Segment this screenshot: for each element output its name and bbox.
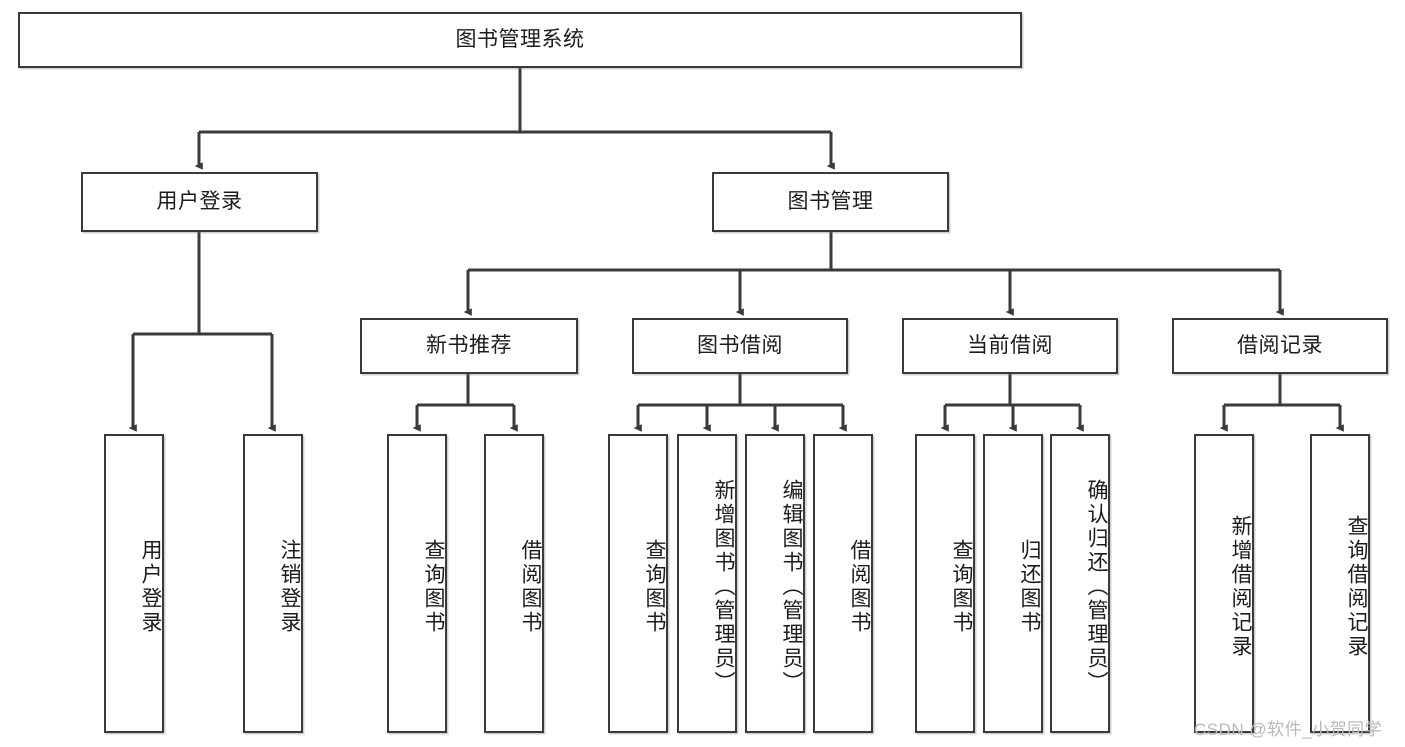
node-borrow-record[interactable]: 借阅记录 [1172,318,1388,374]
node-leaf-return-book[interactable]: 归还图书 [983,434,1043,733]
node-leaf-borrow-book-2[interactable]: 借阅图书 [813,434,873,733]
node-leaf-user-login[interactable]: 用户登录 [104,434,164,733]
node-root[interactable]: 图书管理系统 [18,12,1022,68]
node-leaf-add-book[interactable]: 新增图书（管理员） [677,434,737,733]
node-leaf-query-book-3[interactable]: 查询图书 [915,434,975,733]
node-user-login[interactable]: 用户登录 [81,172,318,232]
csdn-watermark: CSDN @软件_小贺同学 [1194,720,1383,739]
node-current-borrow[interactable]: 当前借阅 [902,318,1118,374]
node-leaf-confirm-return[interactable]: 确认归还（管理员） [1050,434,1110,733]
node-leaf-logout[interactable]: 注销登录 [243,434,303,733]
node-leaf-query-record[interactable]: 查询借阅记录 [1310,434,1370,733]
node-leaf-add-record[interactable]: 新增借阅记录 [1194,434,1254,733]
node-leaf-borrow-book-1[interactable]: 借阅图书 [484,434,544,733]
node-leaf-query-book-1[interactable]: 查询图书 [387,434,447,733]
node-book-manage[interactable]: 图书管理 [712,172,949,232]
node-new-book-recommend[interactable]: 新书推荐 [360,318,578,374]
node-leaf-edit-book[interactable]: 编辑图书（管理员） [745,434,805,733]
node-book-borrow[interactable]: 图书借阅 [632,318,848,374]
node-leaf-query-book-2[interactable]: 查询图书 [608,434,668,733]
